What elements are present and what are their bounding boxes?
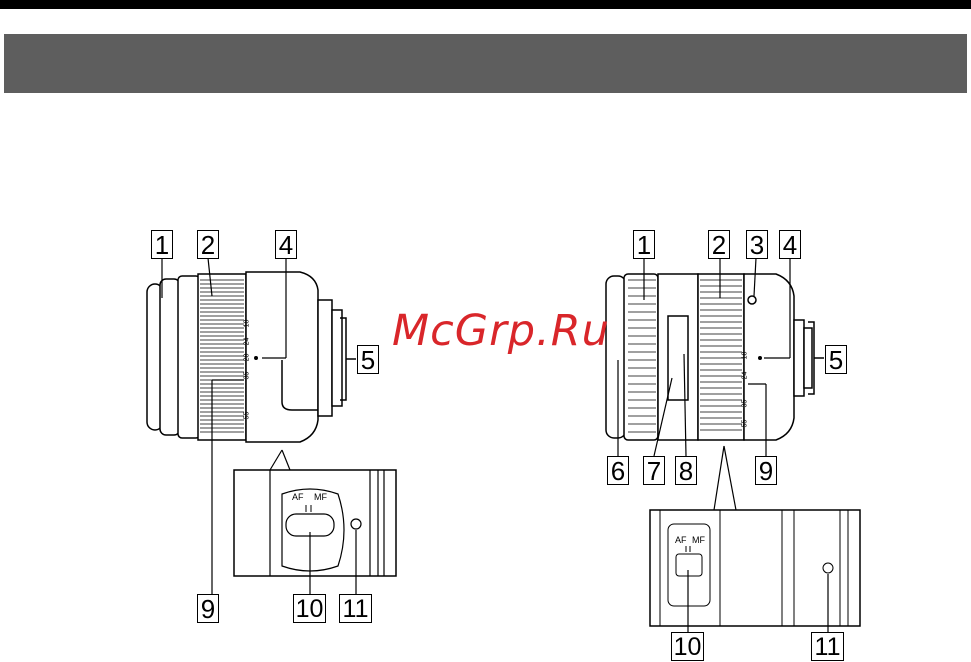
right-focal-mark-4: 55 xyxy=(741,420,748,428)
callout-right-9: 9 xyxy=(755,456,777,485)
right-mf-label: MF xyxy=(692,535,705,545)
callout-right-3: 3 xyxy=(746,230,768,259)
callout-right-7: 7 xyxy=(643,456,665,485)
watermark-text: McGrp.Ru xyxy=(392,306,610,356)
right-focal-mark-2: 24 xyxy=(741,372,748,380)
right-af-label: AF xyxy=(675,535,687,545)
callout-right-5: 5 xyxy=(825,345,847,374)
left-mf-label: MF xyxy=(314,492,327,502)
left-af-label: AF xyxy=(292,492,304,502)
callout-right-4: 4 xyxy=(779,230,801,259)
right-focal-mark-1: 18 xyxy=(741,352,748,360)
callout-right-2: 2 xyxy=(708,230,730,259)
left-focal-mark-1: 18 xyxy=(243,320,250,328)
callout-left-11: 11 xyxy=(339,594,372,623)
right-focal-mark-3: 35 xyxy=(741,400,748,408)
left-focal-mark-2: 24 xyxy=(243,338,250,346)
callout-left-4: 4 xyxy=(275,230,297,259)
callout-left-10: 10 xyxy=(293,594,326,623)
callout-left-1: 1 xyxy=(151,230,173,259)
callout-left-9: 9 xyxy=(197,594,219,623)
callout-right-8: 8 xyxy=(675,456,697,485)
callout-right-6: 6 xyxy=(607,456,629,485)
callout-right-1: 1 xyxy=(633,230,655,259)
callout-left-5: 5 xyxy=(357,345,379,374)
left-focal-mark-4: 35 xyxy=(243,372,250,380)
left-focal-mark-3: 28 xyxy=(243,354,250,362)
callout-right-11: 11 xyxy=(811,632,844,661)
callout-left-2: 2 xyxy=(197,230,219,259)
left-focal-mark-5: 55 xyxy=(243,412,250,420)
callout-right-10: 10 xyxy=(671,632,704,661)
